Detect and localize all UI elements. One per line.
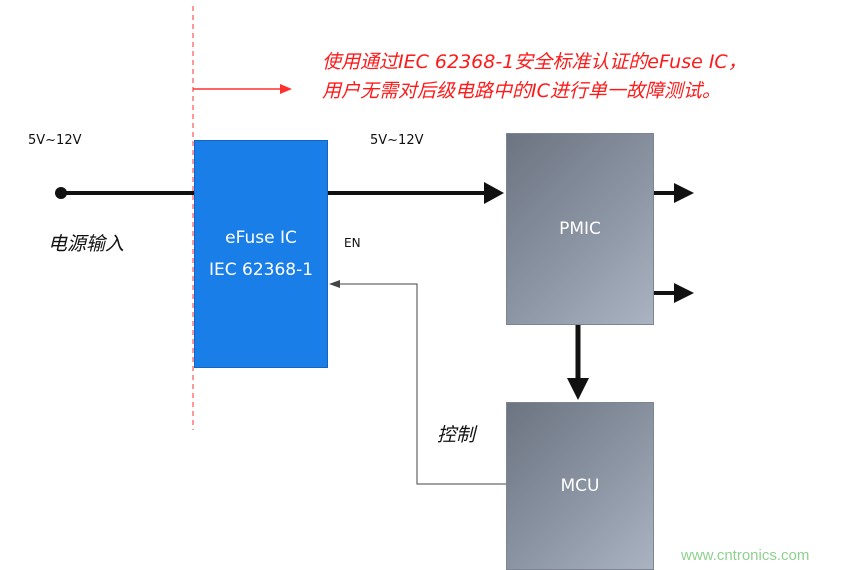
mcu-label: MCU [560, 476, 600, 496]
efuse-name-label: eFuse IC [225, 228, 297, 248]
pmic-block: PMIC [506, 133, 654, 325]
annotation-arrowhead [280, 84, 292, 94]
mcu-block: MCU [506, 402, 654, 570]
pmic-label: PMIC [559, 219, 601, 239]
efuse-standard-label: IEC 62368-1 [208, 260, 314, 280]
annotation-line-1: 使用通过IEC 62368-1安全标准认证的eFuse IC， [322, 51, 747, 73]
pmic-output-1-arrowhead [674, 183, 694, 203]
input-voltage-label: 5V~12V [28, 133, 82, 148]
power-input-label: 电源输入 [48, 233, 125, 255]
pmic-output-2-arrowhead [674, 283, 694, 303]
efuse-to-pmic-arrowhead [484, 182, 504, 204]
watermark-text: www.cntronics.com [681, 547, 810, 564]
pmic-to-mcu-arrowhead [567, 378, 589, 400]
control-label: 控制 [437, 424, 476, 446]
efuse-ic-block: eFuse IC IEC 62368-1 [194, 140, 328, 368]
annotation-line-2: 用户无需对后级电路中的IC进行单一故障测试。 [322, 80, 721, 102]
control-feedback-line [338, 283, 506, 485]
control-feedback-arrowhead [329, 280, 340, 288]
enable-pin-label: EN [344, 236, 361, 250]
output-voltage-label: 5V~12V [370, 133, 424, 148]
